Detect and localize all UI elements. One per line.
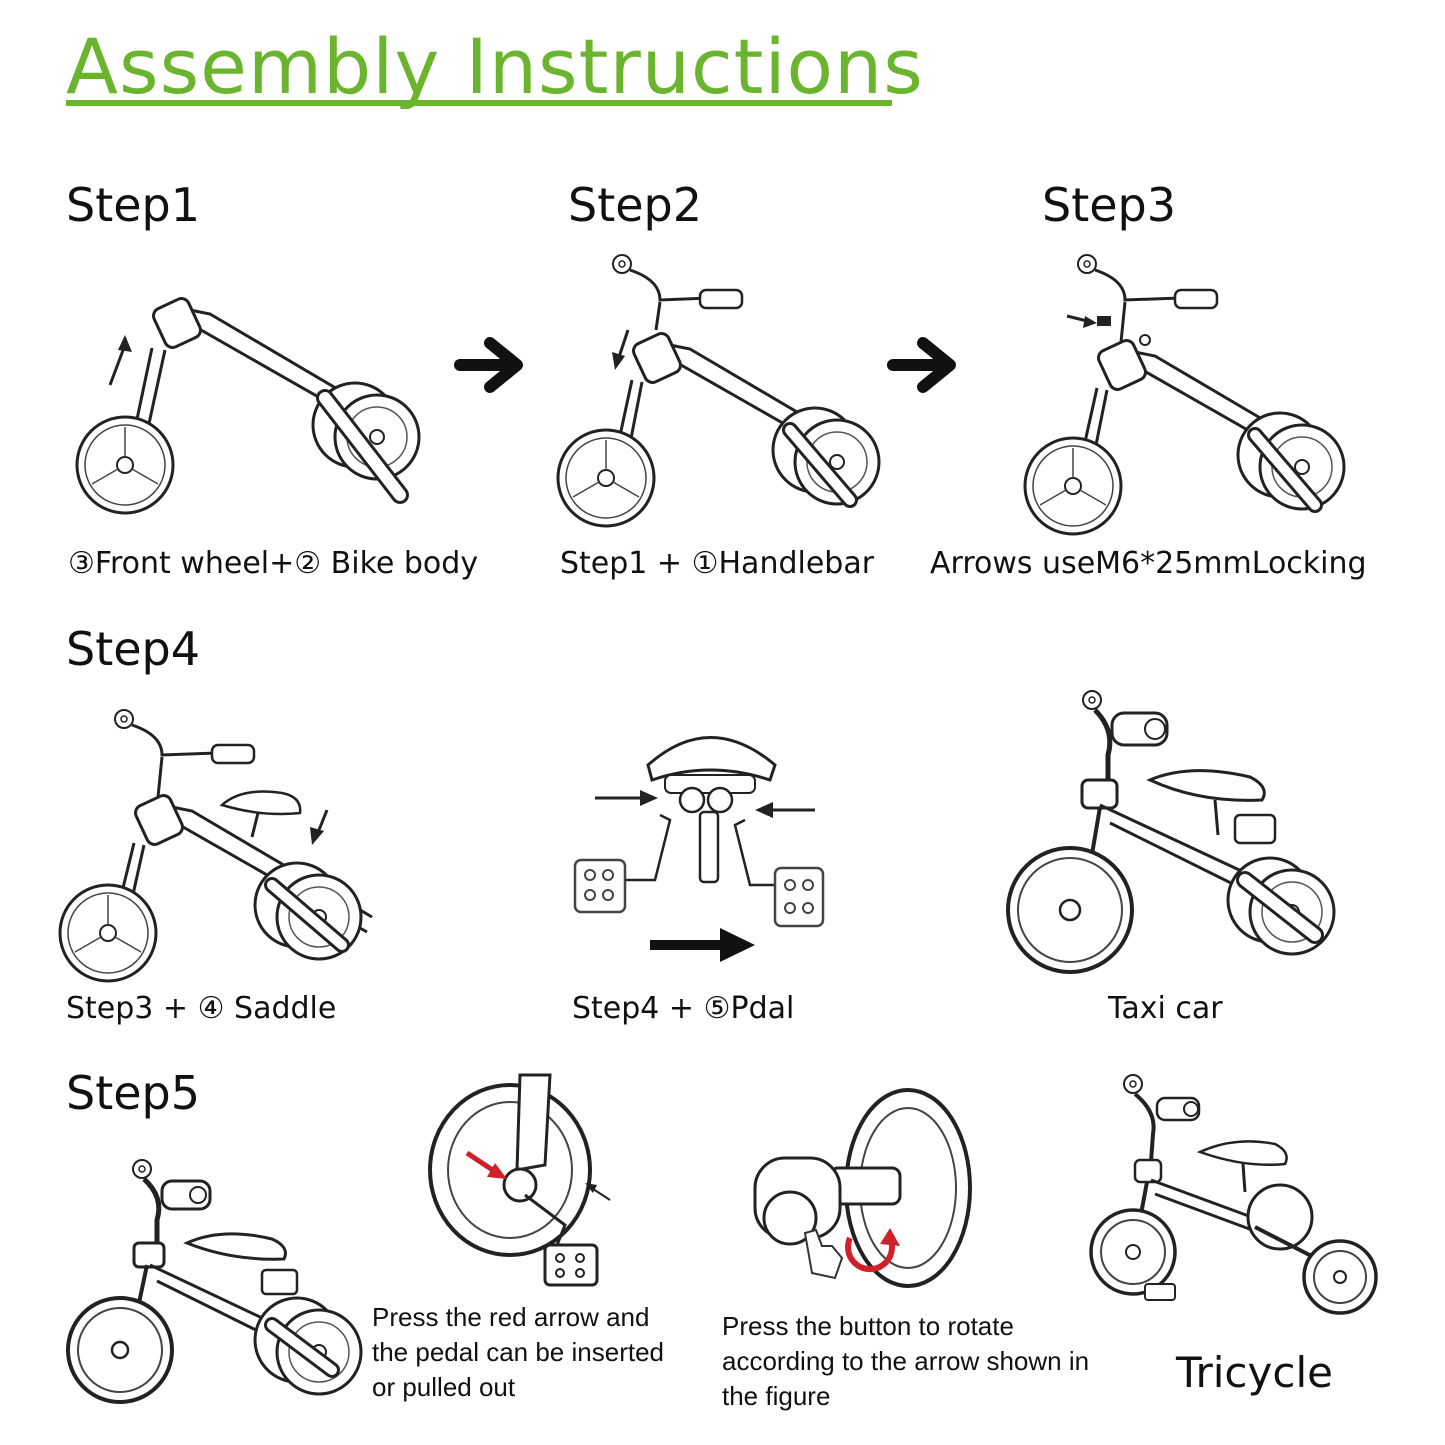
step3-illustration [1023,254,1346,536]
tricycle-illustration [1095,1074,1385,1317]
arrow-up-icon [110,335,132,385]
hand-press-icon [805,1230,842,1278]
title-underline [66,100,892,106]
step1-caption: ③Front wheel+② Bike body [68,546,479,581]
arrow-left-icon [755,802,815,818]
tricycle-caption: Tricycle [1176,1348,1333,1397]
step2-illustration [556,254,881,528]
step4-illustration [58,709,374,983]
rotate-arrow-icon [848,1228,900,1269]
step1-illustration [75,294,421,515]
arrow-right-icon [650,928,755,962]
arrow-down-icon [310,810,327,845]
page-title: Assembly Instructions [66,22,924,111]
arrow-right-icon [888,335,963,395]
pedal-detail-illustration [570,720,840,962]
step3-caption: Arrows useM6*25mmLocking [930,546,1367,581]
step5-illustration [62,1159,363,1405]
arrow-right-icon [595,790,658,806]
step2-heading: Step2 [568,178,703,232]
arrow-right-icon [1067,316,1097,328]
taxi-car-illustration [1000,690,1336,975]
step3-heading: Step3 [1042,178,1177,232]
step4-heading: Step4 [66,622,201,676]
taxi-car-caption: Taxi car [1108,991,1223,1026]
arrow-down-icon [612,330,628,370]
step4-caption: Step3 + ④ Saddle [66,991,337,1026]
rotate-button-illustration [750,1088,975,1293]
arrow-right-icon [455,335,530,395]
arrow-red-icon [467,1153,507,1179]
pedal-insert-illustration [425,1075,625,1290]
step1-heading: Step1 [66,178,201,232]
press-button-note: Press the button to rotate according to … [722,1311,1090,1411]
arrow-left-icon [585,1183,610,1200]
pedal-caption: Step4 + ⑤Pdal [572,991,795,1026]
step5-heading: Step5 [66,1066,201,1120]
press-red-arrow-note: Press the red arrow and the pedal can be… [372,1302,664,1402]
step2-caption: Step1 + ①Handlebar [560,546,875,581]
